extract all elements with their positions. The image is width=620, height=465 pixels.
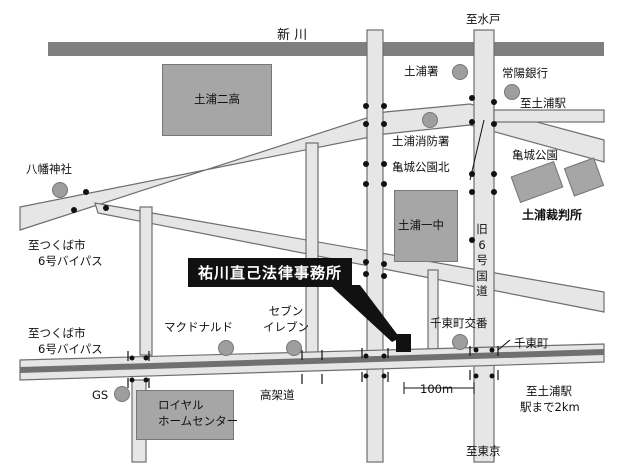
old-route6-char: 国 xyxy=(476,268,488,283)
court-label: 土浦裁判所 xyxy=(522,208,583,222)
kijo-north-label: 亀城公園北 xyxy=(392,160,450,174)
main-diagonal-road xyxy=(19,103,605,231)
shinkawa-label: 新 川 xyxy=(277,28,308,43)
nikou-label: 土浦二高 xyxy=(194,92,240,106)
mcdonalds-label: マクドナルド xyxy=(164,320,233,334)
old-route6-char: 旧 xyxy=(476,222,488,236)
tsuchiura-nikou-building xyxy=(162,64,272,136)
to-tsukuba-lower-line2: 6号バイパス xyxy=(38,342,103,356)
to-tokyo-label: 至東京 xyxy=(466,444,501,458)
road-main-vertical-left xyxy=(366,29,384,463)
tsuchiura-ichichu-building xyxy=(394,190,458,262)
seven-eleven-label-1: セブン xyxy=(268,304,304,318)
elevated-road-label: 高架道 xyxy=(260,388,295,402)
royal-homecenter-building xyxy=(136,390,234,440)
old-route6-char: 道 xyxy=(476,284,488,299)
police-label: 土浦署 xyxy=(404,64,439,78)
to-tsukuba-lower-line1: 至つくば市 xyxy=(28,326,86,340)
koban-icon xyxy=(452,334,468,350)
sentomachi-leader xyxy=(497,339,511,351)
gas-station-icon xyxy=(114,386,130,402)
to-station-bottom-1: 至土浦駅 xyxy=(526,384,572,398)
koban-label: 千東町交番 xyxy=(430,316,488,330)
hachiman-label: 八幡神社 xyxy=(26,162,72,176)
seven-eleven-icon xyxy=(286,340,302,356)
bank-label: 常陽銀行 xyxy=(502,66,548,80)
seven-eleven-label-2: イレブン xyxy=(263,320,309,334)
fire-station-label: 土浦消防署 xyxy=(392,134,450,148)
road-short-vertical xyxy=(427,269,439,356)
road-left-vertical xyxy=(139,206,153,356)
gs-label: GS xyxy=(92,388,109,402)
to-tsukuba-upper-line2: 6号バイパス xyxy=(38,254,103,268)
mcdonalds-icon xyxy=(218,340,234,356)
fire-station-icon xyxy=(422,112,438,128)
signal-dots xyxy=(71,95,497,279)
highway-band xyxy=(20,349,604,373)
to-station-bottom-2: 駅まで2km xyxy=(520,400,580,414)
distance-label: 100m xyxy=(420,382,454,396)
old-route6-char: 6 xyxy=(478,237,486,252)
office-pointer xyxy=(330,285,400,342)
crossing-ticks xyxy=(127,346,499,388)
royal-label-2: ホームセンター xyxy=(158,414,239,428)
to-mito-label: 至水戸 xyxy=(466,12,501,26)
distance-scale xyxy=(403,382,475,394)
to-station-top-label: 至土浦駅 xyxy=(520,96,566,110)
sentomachi-label: 千東町 xyxy=(514,336,549,350)
old-route6-char: 号 xyxy=(476,253,488,268)
shrine-icon xyxy=(52,182,68,198)
kijo-park-label: 亀城公園 xyxy=(512,148,558,162)
old-route6-label: 旧 6 号 国 道 xyxy=(475,222,489,300)
bank-icon xyxy=(504,84,520,100)
royal-label-1: ロイヤル xyxy=(158,398,204,412)
office-name-label: 祐川直己法律事務所 xyxy=(188,258,353,287)
road-to-park xyxy=(493,109,605,123)
ichichu-label: 土浦一中 xyxy=(398,218,444,232)
shinkawa-river xyxy=(48,42,604,56)
to-tsukuba-upper-line1: 至つくば市 xyxy=(28,238,86,252)
old-route-leader xyxy=(469,119,485,181)
office-marker xyxy=(396,334,411,352)
police-icon xyxy=(452,64,468,80)
